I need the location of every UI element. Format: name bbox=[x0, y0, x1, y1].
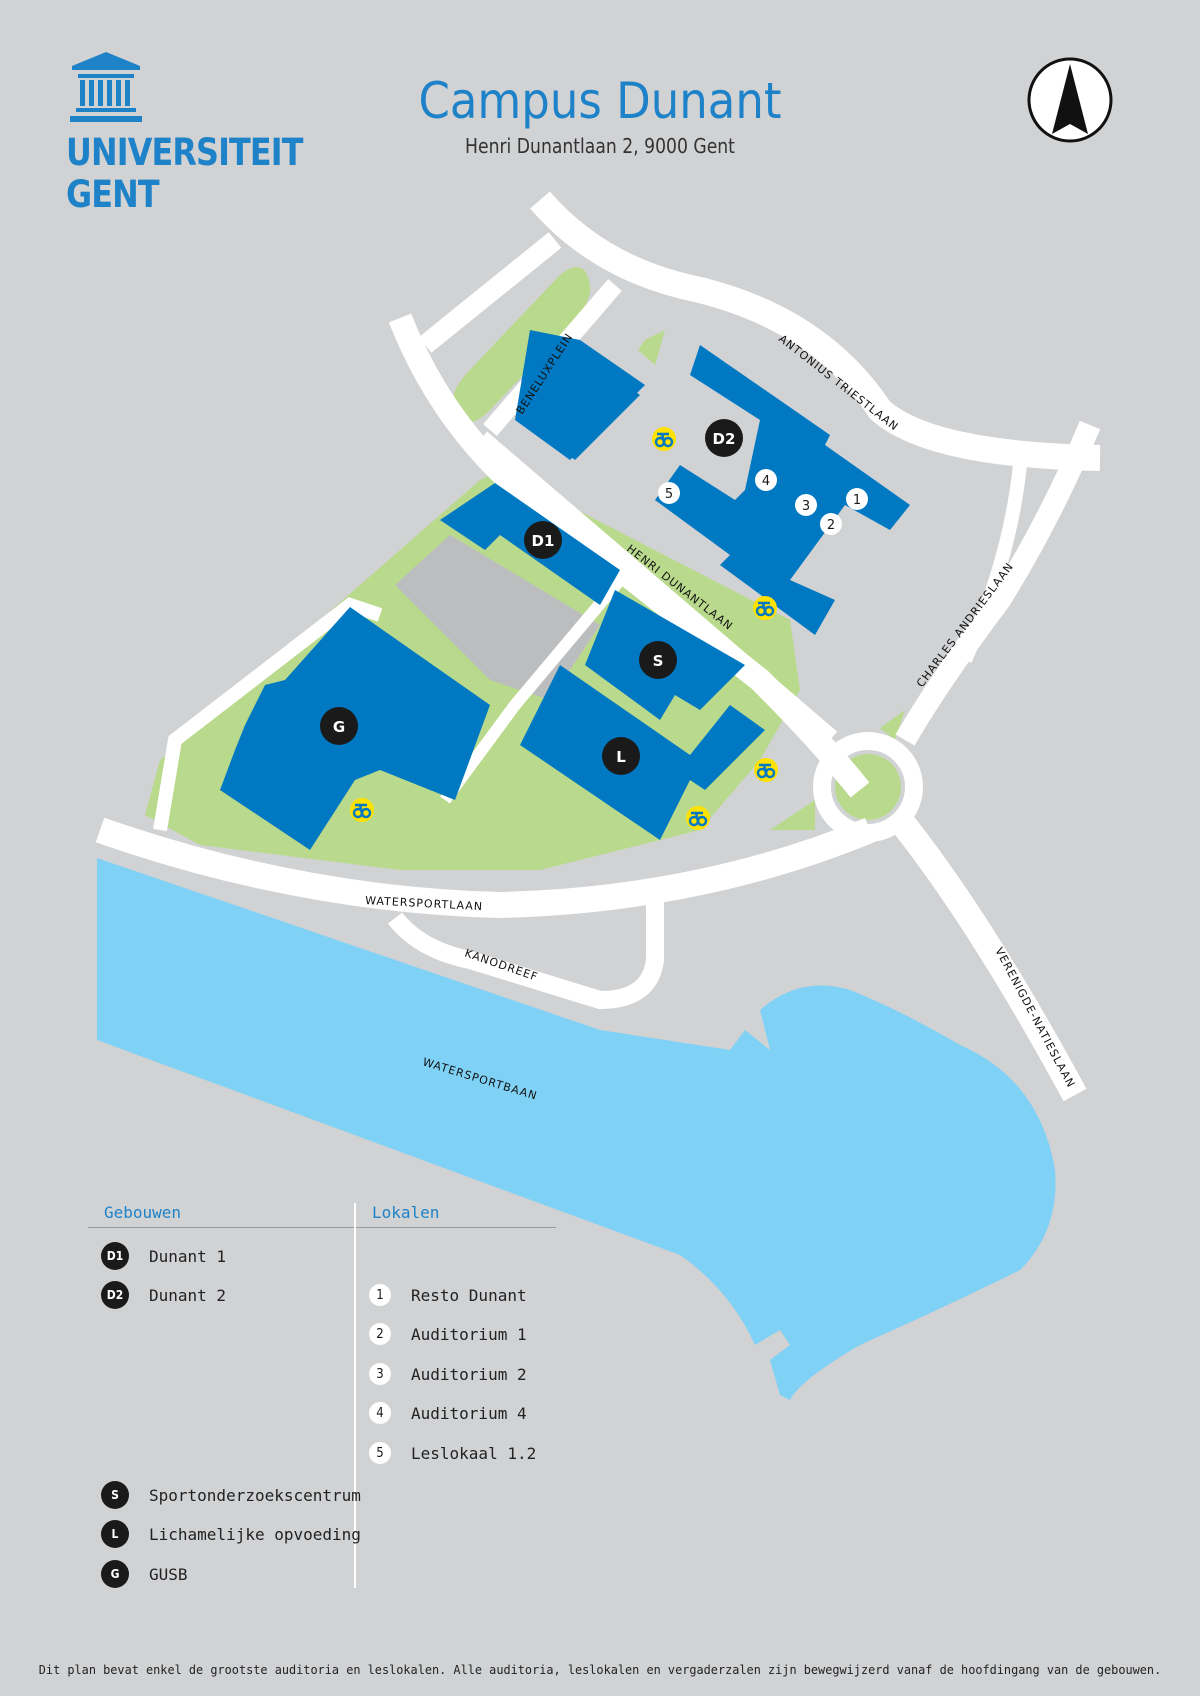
room-marker-2[interactable]: 2 bbox=[820, 513, 842, 535]
street-label-verenigde-natieslaan: VERENIGDE-NATIESLAAN bbox=[992, 945, 1077, 1090]
north-arrow-icon bbox=[1027, 57, 1113, 143]
bicycle-parking-icon bbox=[753, 596, 777, 620]
building-d2 bbox=[655, 345, 910, 635]
legend-divider bbox=[88, 1227, 556, 1228]
room-badge: 2 bbox=[369, 1323, 391, 1345]
university-building-icon bbox=[70, 52, 142, 122]
legend-column-divider bbox=[354, 1203, 356, 1588]
bicycle-parking-icon bbox=[686, 806, 710, 830]
room-marker-4[interactable]: 4 bbox=[755, 469, 777, 491]
room-badge: 4 bbox=[369, 1402, 391, 1424]
bicycle-parking-markers bbox=[350, 427, 778, 830]
building-markers: D2 D1 S L G bbox=[320, 419, 743, 775]
room-marker-3[interactable]: 3 bbox=[795, 494, 817, 516]
building-badge: G bbox=[101, 1560, 129, 1588]
legend-building-d1: D1 Dunant 1 bbox=[101, 1242, 226, 1270]
legend-building-s: S Sportonderzoekscentrum bbox=[101, 1481, 361, 1509]
road-campus-mid bbox=[440, 576, 625, 804]
building-l bbox=[520, 665, 765, 840]
legend-building-l: L Lichamelijke opvoeding bbox=[101, 1520, 361, 1548]
room-marker-1[interactable]: 1 bbox=[846, 488, 868, 510]
legend-label: Resto Dunant bbox=[411, 1285, 527, 1305]
footer-note: Dit plan bevat enkel de grootste auditor… bbox=[38, 1662, 1162, 1677]
bicycle-parking-icon bbox=[350, 798, 374, 822]
svg-text:2: 2 bbox=[827, 518, 835, 533]
legend-rooms-title: Lokalen bbox=[372, 1203, 440, 1222]
legend-label: Leslokaal 1.2 bbox=[411, 1443, 537, 1463]
building-badge: L bbox=[101, 1520, 129, 1548]
road-north-link bbox=[418, 232, 562, 353]
room-marker-5[interactable]: 5 bbox=[658, 482, 680, 504]
road-verenigde-natieslaan bbox=[889, 811, 1087, 1102]
road-watersportlaan bbox=[95, 817, 875, 919]
road-henri-dunantlaan bbox=[472, 431, 838, 749]
svg-text:3: 3 bbox=[802, 499, 810, 514]
grass-beneluxplein bbox=[451, 267, 591, 424]
page-subtitle: Henri Dunantlaan 2, 9000 Gent bbox=[465, 134, 735, 158]
legend-room-2: 2 Auditorium 1 bbox=[369, 1320, 527, 1348]
marker-g[interactable]: G bbox=[320, 707, 358, 745]
road-kanodreef bbox=[387, 880, 664, 1010]
bicycle-parking-icon bbox=[754, 758, 778, 782]
legend-buildings-title: Gebouwen bbox=[104, 1203, 182, 1222]
legend-label: Auditorium 2 bbox=[411, 1364, 527, 1384]
road-charles-link bbox=[958, 464, 1027, 663]
street-label-watersportlaan: WATERSPORTLAAN bbox=[365, 894, 484, 913]
svg-text:1: 1 bbox=[853, 493, 861, 508]
legend-label: Auditorium 1 bbox=[411, 1324, 527, 1344]
road-campus-west bbox=[153, 597, 383, 832]
building-badge: D1 bbox=[101, 1242, 129, 1270]
legend-room-4: 4 Auditorium 4 bbox=[369, 1399, 527, 1427]
building-beneluxplein bbox=[515, 330, 645, 460]
marker-l[interactable]: L bbox=[602, 737, 640, 775]
page-header: Campus Dunant Henri Dunantlaan 2, 9000 G… bbox=[380, 72, 820, 158]
svg-text:S: S bbox=[653, 652, 664, 670]
legend-room-1: 1 Resto Dunant bbox=[369, 1281, 527, 1309]
logo-line-1: UNIVERSITEIT bbox=[66, 131, 303, 174]
legend-label: Sportonderzoekscentrum bbox=[149, 1485, 361, 1505]
marker-s[interactable]: S bbox=[639, 641, 677, 679]
roundabout bbox=[813, 732, 923, 842]
svg-text:4: 4 bbox=[762, 474, 770, 489]
legend-label: Auditorium 4 bbox=[411, 1403, 527, 1423]
legend-room-5: 5 Leslokaal 1.2 bbox=[369, 1439, 536, 1467]
building-badge: D2 bbox=[101, 1281, 129, 1309]
road-antonius-triestlaan bbox=[530, 191, 1101, 471]
bicycle-parking-icon bbox=[652, 427, 676, 451]
svg-text:D1: D1 bbox=[532, 532, 555, 550]
legend-building-g: G GUSB bbox=[101, 1560, 188, 1588]
marker-d1[interactable]: D1 bbox=[524, 521, 562, 559]
street-label-charles-andrieslaan: CHARLES ANDRIESLAAN bbox=[914, 560, 1016, 690]
logo-wordmark: UNIVERSITEIT GENT bbox=[66, 132, 303, 216]
legend-label: Dunant 2 bbox=[149, 1285, 227, 1305]
building-badge: S bbox=[101, 1481, 129, 1509]
room-badge: 3 bbox=[369, 1363, 391, 1385]
room-markers: 1 2 3 4 5 bbox=[658, 469, 868, 535]
legend-building-d2: D2 Dunant 2 bbox=[101, 1281, 226, 1309]
svg-text:D2: D2 bbox=[713, 430, 736, 448]
marker-d2[interactable]: D2 bbox=[705, 419, 743, 457]
legend-label: GUSB bbox=[149, 1564, 188, 1584]
watersportbaan-water bbox=[97, 858, 1056, 1400]
room-badge: 1 bbox=[369, 1284, 391, 1306]
logo-line-2: GENT bbox=[66, 173, 160, 216]
legend-room-3: 3 Auditorium 2 bbox=[369, 1360, 527, 1388]
page-title: Campus Dunant bbox=[418, 72, 782, 130]
svg-text:5: 5 bbox=[665, 487, 673, 502]
room-badge: 5 bbox=[369, 1442, 391, 1464]
legend-label: Dunant 1 bbox=[149, 1246, 227, 1266]
svg-text:L: L bbox=[616, 748, 626, 766]
svg-text:G: G bbox=[333, 718, 345, 736]
legend-label: Lichamelijke opvoeding bbox=[149, 1524, 361, 1544]
road-charles-andrieslaan bbox=[895, 420, 1101, 746]
